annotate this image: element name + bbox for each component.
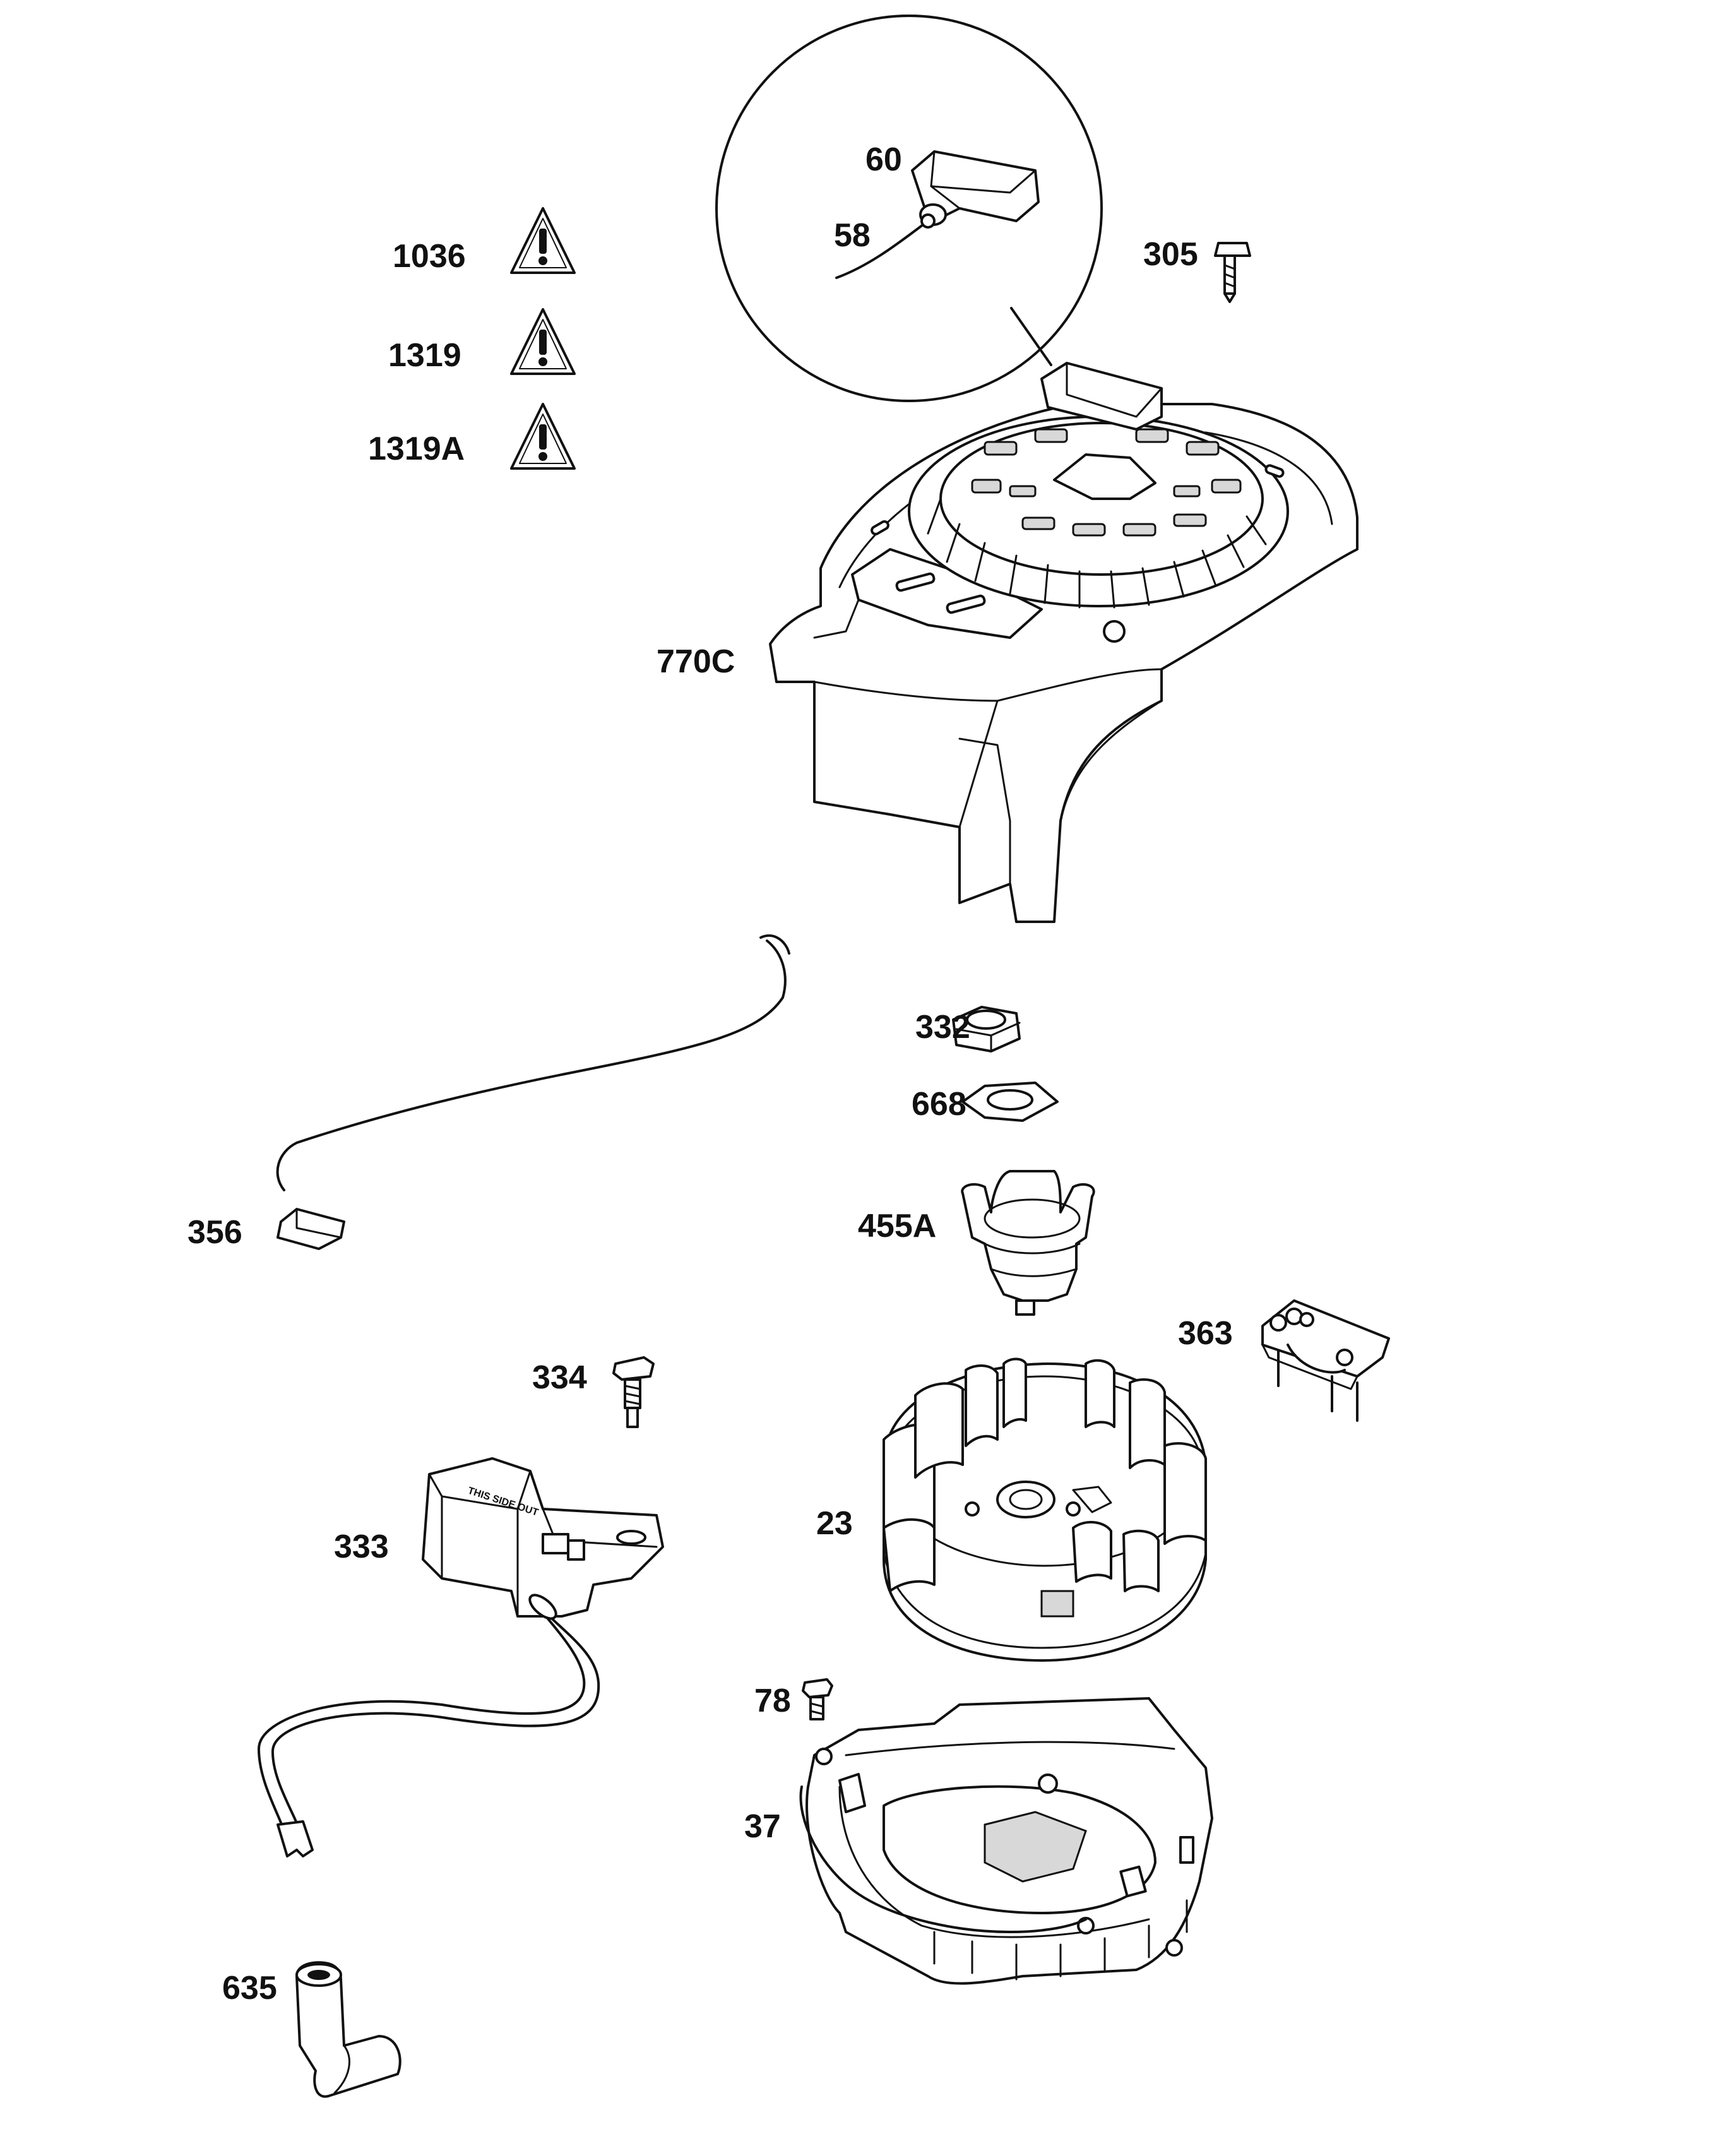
spark-plug-boot-635 (295, 1961, 401, 2098)
warning-decal-1319 (510, 308, 576, 375)
part-label-363: 363 (1178, 1315, 1233, 1352)
part-label-1319a: 1319A (368, 431, 465, 467)
part-label-60: 60 (865, 141, 902, 178)
warning-decal-1319a (510, 403, 576, 470)
part-label-668: 668 (912, 1086, 966, 1123)
part-label-635: 635 (222, 1970, 277, 2006)
blower-housing-base-37 (799, 1697, 1213, 1985)
warning-decal-1036 (510, 207, 576, 274)
ignition-coil-333: THIS SIDE OUT (257, 1457, 664, 1857)
part-label-1319: 1319 (388, 337, 461, 374)
starter-cup-455a (961, 1170, 1095, 1316)
flywheel-23 (883, 1357, 1207, 1662)
part-label-332: 332 (915, 1009, 970, 1046)
brake-bracket-363 (1261, 1299, 1390, 1422)
screw-305 (1214, 242, 1251, 303)
washer-668 (961, 1082, 1059, 1122)
part-label-78: 78 (754, 1683, 791, 1719)
ground-wire-356 (276, 934, 790, 1250)
bolt-334 (612, 1356, 655, 1428)
part-label-770c: 770C (657, 643, 735, 680)
part-label-37: 37 (744, 1808, 781, 1845)
part-label-1036: 1036 (393, 238, 466, 275)
part-label-334: 334 (532, 1359, 587, 1396)
screw-78 (802, 1678, 833, 1720)
part-label-23: 23 (816, 1505, 853, 1542)
part-label-305: 305 (1143, 236, 1198, 273)
part-label-333: 333 (334, 1529, 389, 1565)
part-label-58: 58 (834, 217, 871, 254)
part-label-455a: 455A (858, 1208, 937, 1244)
part-label-356: 356 (187, 1214, 242, 1251)
blower-housing-770c (769, 362, 1358, 923)
nut-332 (952, 1006, 1021, 1052)
starter-handle-detail (715, 15, 1103, 402)
